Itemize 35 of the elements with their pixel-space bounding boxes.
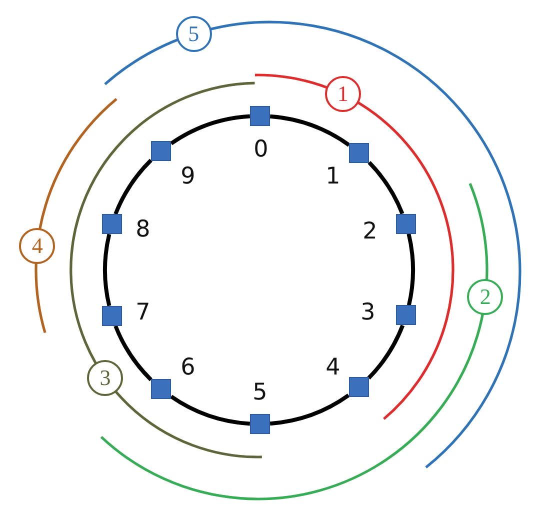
node-number: 6 <box>180 356 196 380</box>
node-number: 5 <box>252 382 268 404</box>
node-number: 3 <box>360 302 376 324</box>
ring-link <box>368 161 404 215</box>
numbered-circle: 2 <box>467 279 504 316</box>
node-number: 0 <box>254 138 268 162</box>
node-square <box>250 414 270 434</box>
ring-link <box>270 394 350 426</box>
node-square <box>250 106 270 126</box>
node-number: 9 <box>180 166 196 188</box>
node-number: 1 <box>326 166 340 188</box>
node-square <box>396 214 416 234</box>
ring-link <box>170 114 250 146</box>
ring-link <box>114 158 152 215</box>
numbered-circle: 4 <box>19 228 56 264</box>
node-square <box>348 377 369 398</box>
numbered-circle: 5 <box>176 16 212 52</box>
node-square <box>349 143 370 163</box>
node-square <box>102 214 122 234</box>
ring-link <box>103 234 112 306</box>
node-number: 7 <box>136 302 150 324</box>
node-square <box>102 306 122 326</box>
ring-link <box>170 394 250 426</box>
node-square <box>151 141 172 162</box>
ring-link <box>114 325 152 382</box>
ring-link <box>367 324 405 380</box>
node-square <box>151 378 172 399</box>
numbered-circle: 1 <box>324 76 361 112</box>
ring-link <box>270 114 350 147</box>
numbered-circle: 3 <box>87 360 124 396</box>
node-number: 2 <box>362 220 378 244</box>
ring-link <box>406 233 415 306</box>
node-number: 8 <box>136 218 150 242</box>
node-square <box>396 305 416 326</box>
node-number: 4 <box>326 356 340 380</box>
